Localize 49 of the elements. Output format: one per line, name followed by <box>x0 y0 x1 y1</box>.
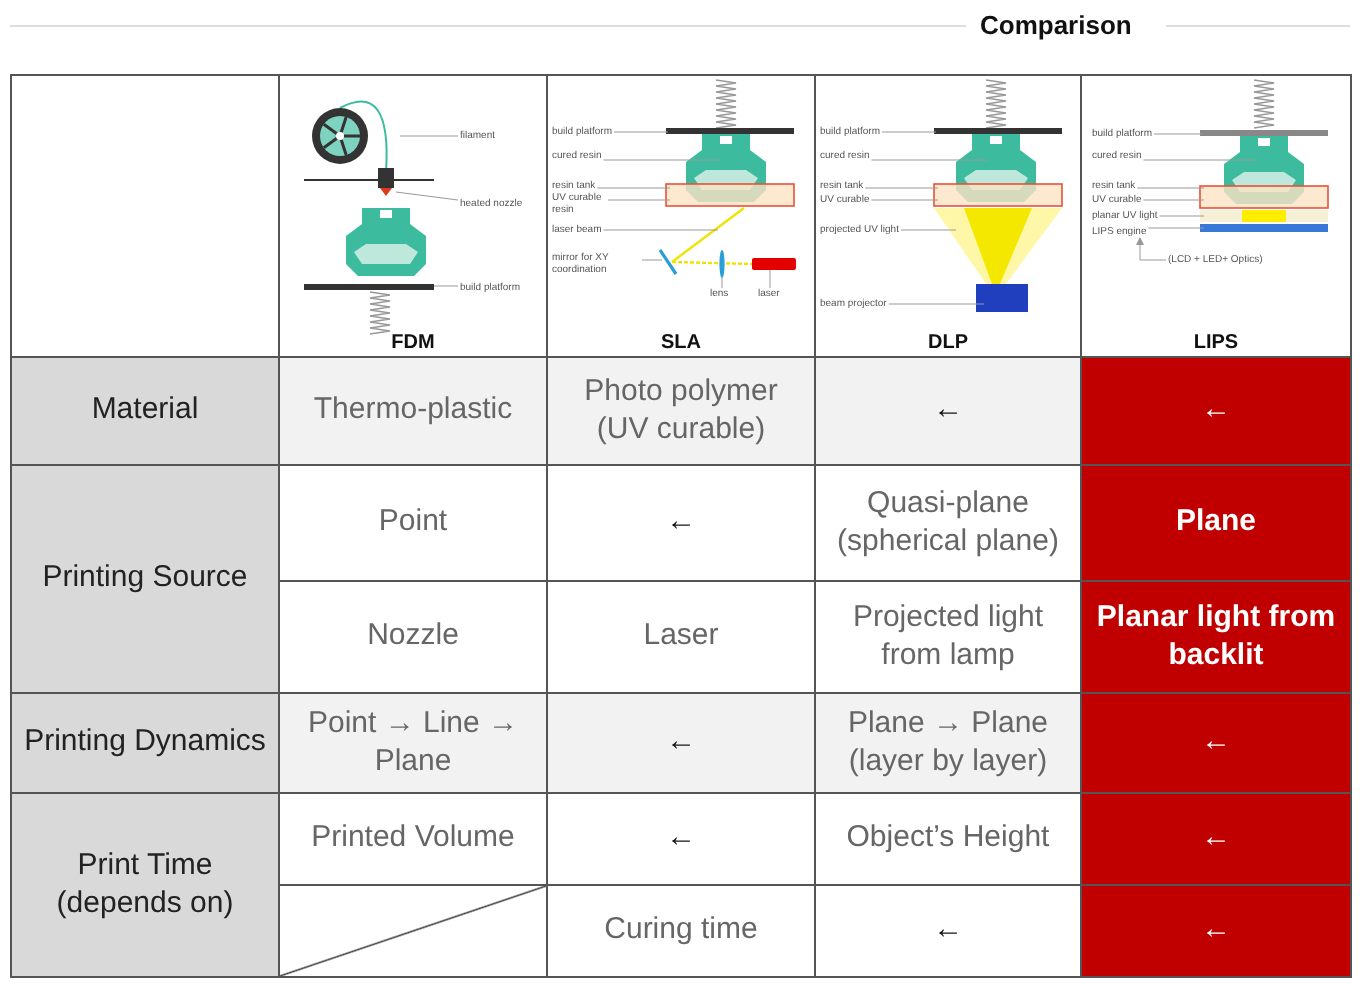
dlp-printer-drawing <box>933 79 1063 312</box>
leader-line <box>395 191 459 201</box>
leader-line <box>900 229 957 231</box>
leader-line <box>1142 159 1257 161</box>
column-heading: LIPS <box>1193 332 1239 356</box>
leader-line <box>607 199 671 201</box>
leader-line <box>596 187 671 189</box>
column-heading: SLA <box>661 332 701 356</box>
column-heading: FDM <box>391 332 435 356</box>
fdm-printer-drawing <box>303 100 435 335</box>
table-cell: ← <box>1080 356 1352 466</box>
leader-line <box>399 135 459 137</box>
leader-line <box>881 131 937 133</box>
row-header-cell: Material <box>10 356 280 466</box>
table-cell: ← <box>814 356 1082 466</box>
leader-line <box>433 285 459 287</box>
leader-line <box>870 159 989 161</box>
table-cell: ← <box>1080 792 1352 886</box>
row-header-cell: Printing Source <box>10 464 280 694</box>
column-heading: DLP <box>928 332 968 356</box>
table-cell: ← <box>1080 692 1352 794</box>
title: Comparison <box>980 10 1132 40</box>
leader-line <box>1136 237 1167 261</box>
table-cell: ← <box>546 692 816 794</box>
leader-line <box>602 159 721 161</box>
lips-printer-drawing <box>1199 79 1329 232</box>
leader-line <box>613 131 669 133</box>
table-cell: Point → Line → Plane <box>278 692 548 794</box>
leader-line <box>721 277 723 289</box>
leader-line <box>1153 133 1203 135</box>
table-cell: ← <box>1080 884 1352 978</box>
leader-line <box>602 229 719 231</box>
leader-line <box>769 269 771 289</box>
table-cell: Photo polymer (UV curable) <box>546 356 816 466</box>
leader-line <box>641 259 663 261</box>
table-cell: Planar light from backlit <box>1080 580 1352 694</box>
leader-line <box>1148 227 1205 229</box>
leader-line <box>870 199 939 201</box>
table-cell: Thermo-plastic <box>278 356 548 466</box>
leader-line <box>864 187 939 189</box>
table-cell: Plane <box>1080 464 1352 582</box>
table-cell: Plane → Plane (layer by layer) <box>814 692 1082 794</box>
leader-line <box>1136 187 1205 189</box>
row-header-cell: Print Time (depends on) <box>10 792 280 978</box>
row-header-cell: Printing Dynamics <box>10 692 280 794</box>
leader-line <box>1159 215 1205 217</box>
sla-printer-drawing <box>658 79 796 278</box>
leader-line <box>1142 199 1205 201</box>
leader-line <box>888 303 985 305</box>
